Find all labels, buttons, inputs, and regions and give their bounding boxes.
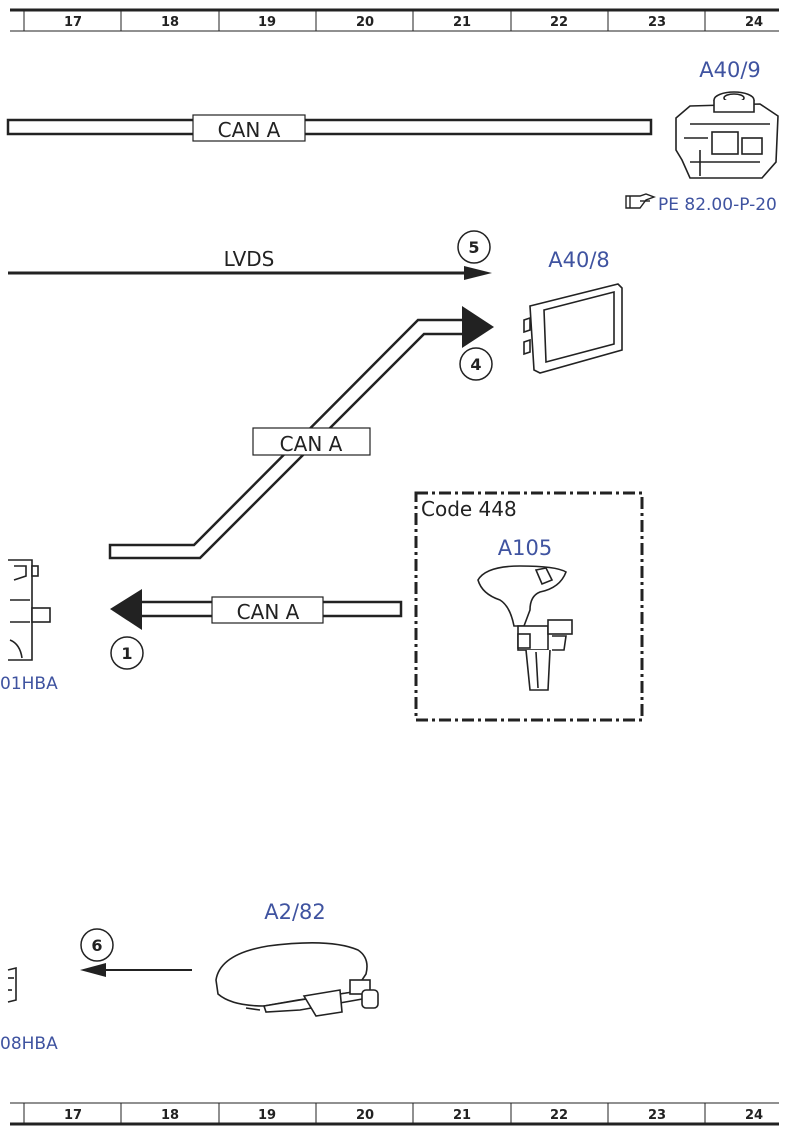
- can-bus-lower: CAN A: [110, 589, 403, 630]
- top-ruler-number: 23: [648, 15, 666, 30]
- a40-8-display-icon: [523, 283, 623, 374]
- can-bus-top: CAN A: [6, 114, 653, 142]
- top-ruler-number: 22: [550, 15, 568, 30]
- callout-5: 5: [457, 230, 491, 264]
- callout-1: 1: [110, 636, 144, 670]
- code-448-option-box: Code 448 A105: [414, 491, 644, 722]
- bottom-ruler-number: 22: [550, 1108, 568, 1123]
- lvds-line: LVDS: [8, 247, 492, 280]
- svg-text:4: 4: [470, 355, 481, 374]
- top-ruler-number: 19: [258, 15, 276, 30]
- a105-label: A105: [498, 536, 552, 560]
- callout-6: 6: [80, 928, 114, 962]
- top-ruler-number: 21: [453, 15, 471, 30]
- a2-82-module: A2/82: [215, 900, 379, 1017]
- bottom-ruler-number: 20: [356, 1108, 374, 1123]
- partial-left-module-2: [7, 966, 17, 1003]
- a40-9-module: A40/9 PE 82.00-P-20: [625, 58, 779, 215]
- bottom-ruler-number: 19: [258, 1108, 276, 1123]
- top-ruler-number: 24: [745, 15, 763, 30]
- a105-selector-lever-icon: [477, 565, 573, 691]
- top-ruler: 17 18 19 20 21 22 23 24: [10, 8, 779, 32]
- top-ruler-number: 20: [356, 15, 374, 30]
- a40-9-icon: [675, 91, 779, 179]
- top-ruler-number: 17: [64, 15, 82, 30]
- bottom-ruler-number: 24: [745, 1108, 763, 1123]
- code-448-label: Code 448: [421, 497, 517, 521]
- callout-4: 4: [459, 347, 493, 381]
- reference-text: PE 82.00-P-20: [658, 195, 777, 215]
- can-a-label-top: CAN A: [218, 118, 281, 142]
- a40-9-label: A40/9: [699, 58, 761, 82]
- bottom-ruler: 17 18 19 20 21 22 23 24: [10, 1102, 779, 1126]
- svg-text:6: 6: [91, 936, 102, 955]
- a2-82-label: A2/82: [264, 900, 326, 924]
- svg-text:5: 5: [468, 238, 479, 257]
- lvds-label: LVDS: [224, 247, 275, 271]
- a40-8-module: A40/8: [523, 248, 623, 374]
- partial-left-module-1: [8, 559, 51, 661]
- can-bus-middle: CAN A: [108, 306, 494, 560]
- svg-text:1: 1: [121, 644, 132, 663]
- pointing-hand-icon: [625, 193, 656, 209]
- can-a-label-middle: CAN A: [280, 432, 343, 456]
- bottom-ruler-number: 21: [453, 1108, 471, 1123]
- can-a-label-lower: CAN A: [237, 600, 300, 624]
- bottom-ruler-number: 17: [64, 1108, 82, 1123]
- arrow-6: [80, 963, 192, 977]
- bottom-ruler-number: 23: [648, 1108, 666, 1123]
- a2-82-icon: [215, 942, 379, 1017]
- top-ruler-number: 18: [161, 15, 179, 30]
- bottom-ruler-number: 18: [161, 1108, 179, 1123]
- partial-label-08hba: 08HBA: [0, 1034, 58, 1054]
- a40-8-label: A40/8: [548, 248, 610, 272]
- partial-label-01hba: 01HBA: [0, 674, 58, 694]
